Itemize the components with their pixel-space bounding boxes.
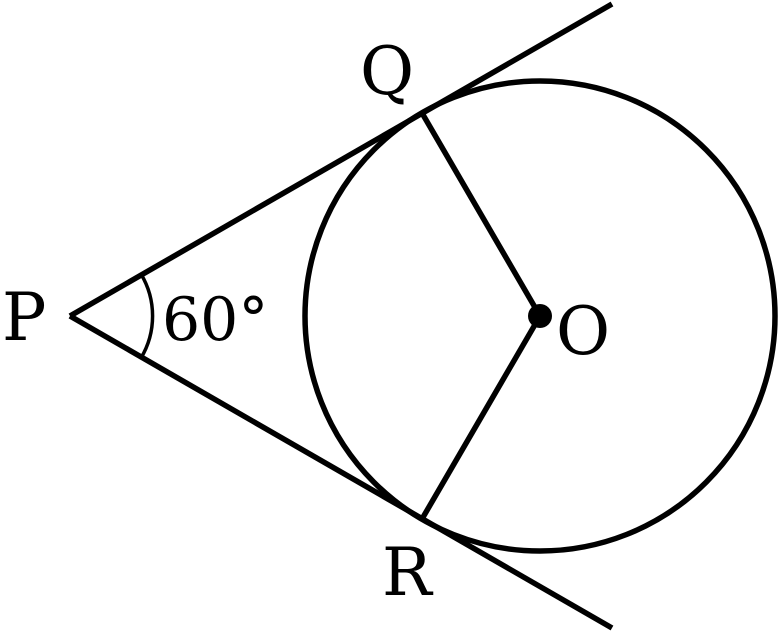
circle [302, 78, 778, 554]
center-point [528, 304, 552, 328]
label-r: R [382, 534, 434, 611]
tangent-line-pq [68, 1, 614, 319]
radius-or [419, 314, 543, 521]
tangent-line-pr [68, 313, 614, 631]
radius-oq [419, 111, 543, 318]
label-q: Q [360, 33, 414, 110]
label-p: P [2, 279, 46, 356]
label-o: O [556, 293, 610, 370]
angle-label: 60° [162, 285, 268, 355]
angle-arc [139, 273, 155, 359]
